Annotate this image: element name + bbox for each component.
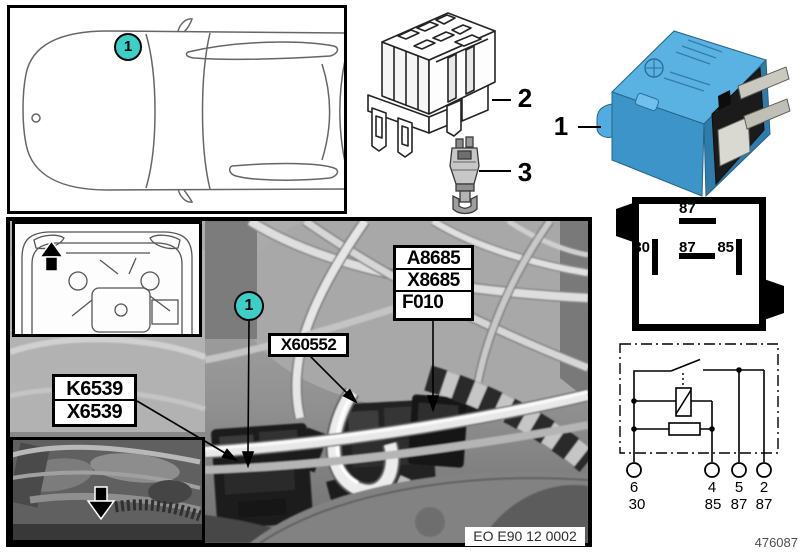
leader-line-callout-photo <box>247 320 250 453</box>
schematic-pin-6: 6 <box>629 479 639 496</box>
up-arrow-icon <box>38 239 65 272</box>
arrowhead <box>221 448 239 462</box>
leader-lines <box>136 99 601 469</box>
schematic-pin-4: 4 <box>707 479 717 496</box>
label-box-x60552: X60552 <box>268 333 349 357</box>
label-box-a8685: A8685 X8685 F010 <box>393 245 474 321</box>
schematic-pin-2: 2 <box>759 479 769 496</box>
pin-label-top: 87 <box>679 200 696 217</box>
pin-label-left: 30 <box>633 239 650 256</box>
callout-1-relay[interactable]: 1 <box>553 111 569 141</box>
pin-bar-top-87 <box>679 218 716 224</box>
relay-circuit-schematic <box>619 343 779 478</box>
label-x60552: X60552 <box>280 335 337 354</box>
schematic-pin-5: 5 <box>734 479 744 496</box>
callout-1-photo[interactable]: 1 <box>234 291 264 321</box>
arrowhead <box>241 451 255 469</box>
label-x6539: X6539 <box>66 401 123 423</box>
close-up-inset-photo <box>13 440 202 540</box>
pin-connector-drawing <box>449 136 480 215</box>
pin-label-right: 85 <box>717 239 734 256</box>
callout-3-pin-connector[interactable]: 3 <box>517 157 533 187</box>
leader-line-x60552 <box>309 355 348 394</box>
down-arrow-icon <box>86 486 116 521</box>
callout-1-car[interactable]: 1 <box>114 33 142 61</box>
callout-2-socket[interactable]: 2 <box>517 83 533 113</box>
photo-panel <box>6 217 592 547</box>
pin-label-center: 87 <box>679 239 696 256</box>
schematic-terminal-87a: 87 <box>730 496 748 513</box>
relay-socket-drawing <box>367 12 496 158</box>
label-box-k6539: K6539 X6539 <box>52 374 137 427</box>
arrowhead <box>426 395 440 413</box>
label-a8685: A8685 <box>396 248 471 270</box>
schematic-terminal-85: 85 <box>704 496 722 513</box>
engine-bay-inset-frame <box>12 221 202 337</box>
relay-photo <box>596 30 791 198</box>
label-x8685: X8685 <box>396 270 471 292</box>
label-f010: F010 <box>402 292 444 313</box>
arrowhead <box>342 388 358 404</box>
close-up-inset-frame <box>10 437 205 543</box>
schematic-terminal-87b: 87 <box>755 496 773 513</box>
schematic-terminal-30: 30 <box>628 496 646 513</box>
pin-bar-right-85 <box>736 239 742 275</box>
leader-line-k6539 <box>136 400 226 454</box>
car-location-panel <box>7 5 347 214</box>
engine-bay-inset-drawing <box>15 224 199 334</box>
document-number: 476087 <box>754 535 798 550</box>
pin-bar-center-87 <box>679 253 715 259</box>
relay-pin-diagram-tabs <box>616 202 784 320</box>
label-k6539: K6539 <box>55 377 134 401</box>
image-stamp: EO E90 12 0002 <box>465 527 585 546</box>
car-top-view-drawing <box>22 18 347 203</box>
brand-roundel-icon <box>644 58 664 78</box>
pin-bar-left-30 <box>652 239 658 275</box>
